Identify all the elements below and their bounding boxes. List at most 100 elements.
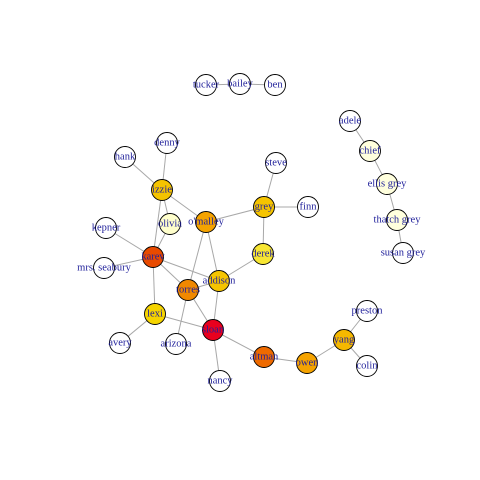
node-circle-finn bbox=[297, 196, 319, 218]
edge-omalley-torres bbox=[187, 221, 207, 291]
node-ellis-grey: ellis grey bbox=[368, 173, 408, 195]
node-circle-altman bbox=[253, 346, 275, 368]
node-label-denny: denny bbox=[154, 138, 180, 149]
node-label-colin: colin bbox=[357, 361, 379, 372]
node-susan-grey: susan grey bbox=[381, 242, 426, 264]
node-circle-nancy bbox=[209, 370, 231, 392]
node-yang: yang bbox=[333, 329, 355, 351]
node-label-finn: finn bbox=[300, 202, 318, 213]
node-circle-sloan bbox=[202, 319, 224, 341]
node-label-omalley: o'malley bbox=[188, 217, 224, 228]
node-mrs-seabury: mrs. seabury bbox=[77, 257, 132, 279]
node-label-olivia: olivia bbox=[158, 219, 182, 230]
node-preston: preston bbox=[352, 300, 384, 322]
node-circle-yang bbox=[333, 329, 355, 351]
node-circle-preston bbox=[356, 300, 378, 322]
node-hank: hank bbox=[114, 146, 136, 168]
node-bailey: bailey bbox=[227, 73, 254, 95]
node-label-kepner: kepner bbox=[92, 223, 121, 234]
node-circle-ben bbox=[264, 74, 286, 96]
node-circle-chief bbox=[359, 140, 381, 162]
edge-layer bbox=[103, 83, 404, 382]
node-label-lexi: lexi bbox=[147, 309, 163, 320]
node-circle-adele bbox=[339, 110, 361, 132]
node-circle-hank bbox=[114, 146, 136, 168]
node-label-yang: yang bbox=[334, 335, 355, 346]
node-label-ben: ben bbox=[267, 80, 283, 91]
node-circle-addison bbox=[208, 270, 230, 292]
node-label-adele: adele bbox=[339, 116, 361, 127]
node-circle-colin bbox=[356, 355, 378, 377]
node-label-susan-grey: susan grey bbox=[381, 248, 426, 259]
node-torres: torres bbox=[176, 279, 200, 301]
node-arizona: arizona bbox=[161, 333, 192, 355]
node-label-grey: grey bbox=[255, 202, 274, 213]
node-owen: owen bbox=[296, 352, 319, 374]
node-thatch-grey: thatch grey bbox=[374, 209, 422, 231]
node-circle-izzie bbox=[151, 179, 173, 201]
node-circle-steve bbox=[265, 152, 287, 174]
node-label-owen: owen bbox=[296, 358, 319, 369]
node-circle-owen bbox=[296, 352, 318, 374]
node-derek: derek bbox=[251, 243, 275, 265]
node-circle-avery bbox=[109, 332, 131, 354]
node-circle-ellis-grey bbox=[376, 173, 398, 195]
node-circle-denny bbox=[156, 132, 178, 154]
node-sloan: sloan bbox=[202, 319, 225, 341]
node-circle-torres bbox=[177, 279, 199, 301]
node-karev: karev bbox=[141, 246, 165, 268]
node-ben: ben bbox=[264, 74, 286, 96]
node-label-izzie: izzie bbox=[152, 185, 172, 196]
node-circle-kepner bbox=[95, 217, 117, 239]
node-label-chief: chief bbox=[360, 146, 381, 157]
node-adele: adele bbox=[339, 110, 361, 132]
node-label-steve: steve bbox=[265, 158, 287, 169]
node-label-arizona: arizona bbox=[161, 339, 192, 350]
node-chief: chief bbox=[359, 140, 381, 162]
node-circle-thatch-grey bbox=[386, 209, 408, 231]
node-addison: addison bbox=[203, 270, 236, 292]
node-kepner: kepner bbox=[92, 217, 121, 239]
node-label-preston: preston bbox=[352, 306, 384, 317]
node-label-karev: karev bbox=[141, 252, 165, 263]
node-circle-karev bbox=[142, 246, 164, 268]
node-tucker: tucker bbox=[193, 74, 220, 96]
node-label-hank: hank bbox=[115, 152, 136, 163]
node-finn: finn bbox=[297, 196, 319, 218]
node-label-sloan: sloan bbox=[202, 325, 225, 336]
node-circle-omalley bbox=[195, 211, 217, 233]
edge-izzie-karev bbox=[152, 189, 163, 258]
node-label-altman: altman bbox=[250, 352, 279, 363]
node-circle-susan-grey bbox=[392, 242, 414, 264]
node-circle-bailey bbox=[229, 73, 251, 95]
edge-karev-addison bbox=[152, 256, 220, 282]
node-label-tucker: tucker bbox=[193, 80, 220, 91]
node-circle-grey bbox=[253, 196, 275, 218]
node-lexi: lexi bbox=[144, 303, 166, 325]
node-circle-tucker bbox=[195, 74, 217, 96]
node-omalley: o'malley bbox=[188, 211, 225, 233]
node-label-nancy: nancy bbox=[207, 376, 233, 387]
node-label-bailey: bailey bbox=[227, 79, 253, 90]
node-izzie: izzie bbox=[151, 179, 173, 201]
node-nancy: nancy bbox=[207, 370, 233, 392]
node-label-addison: addison bbox=[203, 276, 236, 287]
node-grey: grey bbox=[253, 196, 275, 218]
node-circle-olivia bbox=[159, 213, 181, 235]
node-circle-mrs-seabury bbox=[93, 257, 115, 279]
node-label-mrs-seabury: mrs. seabury bbox=[77, 263, 131, 274]
node-circle-arizona bbox=[165, 333, 187, 355]
node-steve: steve bbox=[265, 152, 287, 174]
node-label-ellis-grey: ellis grey bbox=[368, 179, 408, 190]
node-colin: colin bbox=[356, 355, 379, 377]
node-circle-lexi bbox=[144, 303, 166, 325]
node-circle-derek bbox=[252, 243, 274, 265]
node-label-torres: torres bbox=[176, 285, 200, 296]
node-denny: denny bbox=[154, 132, 181, 154]
node-label-thatch-grey: thatch grey bbox=[374, 215, 422, 226]
node-avery: avery bbox=[108, 332, 132, 354]
node-label-avery: avery bbox=[108, 338, 132, 349]
node-label-derek: derek bbox=[251, 249, 275, 260]
node-layer: tucker bailey ben adele chief ellis grey thatc… bbox=[77, 73, 426, 392]
